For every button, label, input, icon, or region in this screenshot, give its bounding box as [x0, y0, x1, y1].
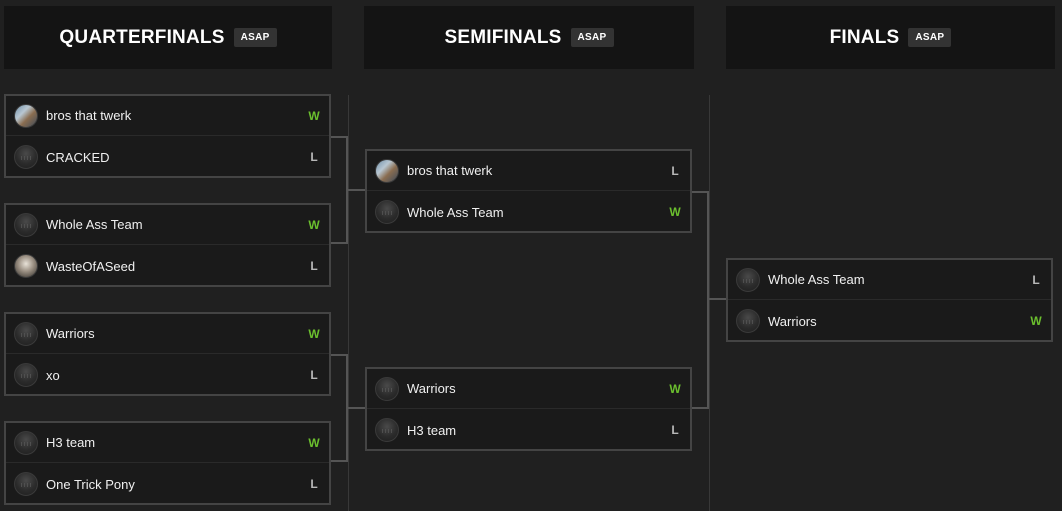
bracket-connector	[709, 298, 726, 300]
team-slot[interactable]: Whole Ass Team W	[6, 205, 329, 245]
schedule-badge: ASAP	[233, 28, 277, 47]
result-badge: L	[310, 368, 318, 382]
team-name: xo	[46, 367, 60, 383]
team-name: CRACKED	[46, 149, 110, 165]
default-team-icon	[736, 309, 760, 333]
team-name: Whole Ass Team	[407, 204, 504, 220]
bracket-connector	[348, 189, 365, 191]
default-team-icon	[14, 472, 38, 496]
result-badge: W	[308, 108, 320, 123]
team-slot[interactable]: H3 team L	[367, 410, 690, 450]
finals-header: FINALS ASAP	[726, 6, 1055, 69]
result-badge: L	[1032, 272, 1040, 287]
bracket-connector	[348, 407, 365, 409]
match-card[interactable]: Whole Ass Team L Warriors W	[726, 258, 1053, 342]
team-slot[interactable]: Whole Ass Team W	[367, 192, 690, 232]
column-divider	[348, 95, 349, 511]
team-name: Whole Ass Team	[768, 272, 865, 287]
default-team-icon	[14, 212, 38, 237]
result-badge: L	[671, 423, 679, 437]
default-team-icon	[14, 321, 38, 346]
bracket-connector	[692, 191, 709, 409]
team-slot[interactable]: WasteOfASeed L	[6, 246, 329, 286]
team-photo-icon	[14, 103, 38, 128]
result-badge: L	[671, 163, 679, 178]
semifinals-header: SEMIFINALS ASAP	[364, 6, 694, 69]
round-title: SEMIFINALS	[444, 26, 562, 48]
team-name: bros that twerk	[46, 108, 132, 123]
match-card[interactable]: Warriors W H3 team L	[365, 367, 692, 451]
team-slot[interactable]: xo L	[6, 355, 329, 395]
bracket-connector	[331, 354, 348, 462]
team-name: Whole Ass Team	[46, 217, 143, 232]
match-card[interactable]: bros that twerk W CRACKED L	[4, 94, 331, 178]
result-badge: W	[308, 217, 320, 232]
team-slot[interactable]: One Trick Pony L	[6, 464, 329, 504]
column-divider	[709, 95, 710, 511]
default-team-icon	[375, 418, 399, 442]
team-slot[interactable]: Whole Ass Team L	[728, 260, 1051, 300]
default-team-icon	[736, 267, 760, 292]
bracket-connector	[331, 136, 348, 244]
team-name: H3 team	[407, 422, 457, 438]
player-photo-icon	[14, 254, 38, 278]
match-card[interactable]: H3 team W One Trick Pony L	[4, 421, 331, 505]
team-slot[interactable]: CRACKED L	[6, 137, 329, 177]
result-badge: L	[310, 259, 318, 273]
team-name: Warriors	[46, 326, 95, 341]
result-badge: L	[310, 477, 318, 491]
team-slot[interactable]: Warriors W	[728, 301, 1051, 341]
default-team-icon	[14, 363, 38, 387]
schedule-badge: ASAP	[570, 28, 614, 47]
result-badge: W	[669, 205, 681, 219]
team-name: H3 team	[46, 435, 96, 450]
match-card[interactable]: bros that twerk L Whole Ass Team W	[365, 149, 692, 233]
result-badge: W	[308, 326, 320, 341]
team-name: bros that twerk	[407, 163, 493, 178]
default-team-icon	[14, 430, 38, 455]
round-title: FINALS	[829, 26, 900, 48]
default-team-icon	[375, 376, 399, 401]
result-badge: L	[310, 150, 318, 164]
team-slot[interactable]: bros that twerk L	[367, 151, 690, 191]
quarterfinals-header: QUARTERFINALS ASAP	[4, 6, 332, 69]
team-slot[interactable]: bros that twerk W	[6, 96, 329, 136]
match-card[interactable]: Whole Ass Team W WasteOfASeed L	[4, 203, 331, 287]
team-name: Warriors	[407, 381, 456, 396]
result-badge: W	[308, 435, 320, 450]
team-slot[interactable]: Warriors W	[6, 314, 329, 354]
team-name: WasteOfASeed	[46, 258, 136, 274]
match-card[interactable]: Warriors W xo L	[4, 312, 331, 396]
result-badge: W	[669, 381, 681, 396]
default-team-icon	[14, 145, 38, 169]
team-name: One Trick Pony	[46, 476, 135, 492]
schedule-badge: ASAP	[908, 28, 952, 47]
team-slot[interactable]: H3 team W	[6, 423, 329, 463]
team-name: Warriors	[768, 313, 817, 329]
result-badge: W	[1030, 314, 1042, 328]
round-title: QUARTERFINALS	[59, 26, 225, 48]
team-slot[interactable]: Warriors W	[367, 369, 690, 409]
default-team-icon	[375, 200, 399, 224]
team-photo-icon	[375, 158, 399, 183]
